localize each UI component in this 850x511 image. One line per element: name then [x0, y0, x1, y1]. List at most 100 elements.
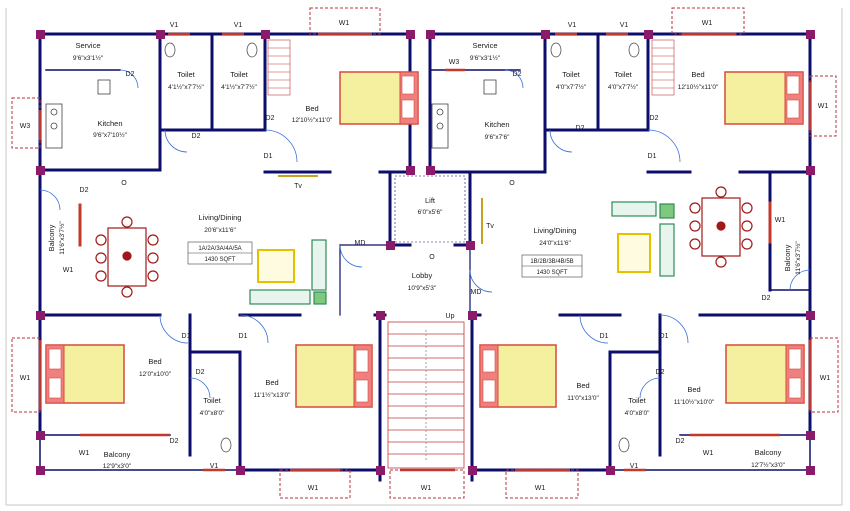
room-name: Balcony: [104, 450, 131, 459]
door-tag: D1: [264, 153, 273, 160]
window-tag: W1: [775, 217, 786, 224]
window-tag: W1: [20, 375, 31, 382]
kitchen-counter: [45, 79, 497, 149]
room-name: Bed: [265, 378, 278, 387]
room-dim: 11'0"x13'0": [567, 395, 599, 402]
room-name: Balcony: [783, 244, 792, 271]
room-name: Kitchen: [484, 120, 509, 129]
door-tag: D1: [182, 333, 191, 340]
door-tag: D2: [762, 295, 771, 302]
door-tag: D1: [660, 333, 669, 340]
main-door-tag: MD: [355, 240, 366, 247]
opening-tag: O: [429, 254, 435, 261]
window-tag: W3: [449, 59, 460, 66]
room-dim: 11'1½"x13'0": [254, 391, 292, 399]
room-name: Toilet: [177, 70, 195, 79]
walls: [38, 32, 812, 482]
room-dim: 11'6"x3'7½": [58, 221, 66, 255]
room-dim: 11'6"x3'7½": [794, 241, 802, 275]
door-tag: D2: [192, 133, 201, 140]
ventilator-tag: V1: [210, 463, 219, 470]
ventilator-tag: V1: [568, 22, 577, 29]
room-name: Balcony: [755, 448, 782, 457]
room-dim: 12'10½"x11'0": [678, 83, 719, 91]
door-tag: D1: [600, 333, 609, 340]
room-name: Toilet: [203, 396, 221, 405]
room-dim: 4'0"x7'7½": [608, 83, 639, 91]
flat-info-boxes: [187, 241, 583, 278]
flat-area: 1430 SQFT: [536, 270, 567, 276]
door-tag: D2: [513, 71, 522, 78]
room-dim: 9'6"x7'10½": [93, 131, 128, 139]
flat-area: 1430 SQFT: [204, 257, 235, 263]
room-name: Toilet: [562, 70, 580, 79]
room-dim: 12'0"x10'0": [139, 371, 172, 378]
window-tag: W1: [308, 485, 319, 492]
window-tag: W1: [820, 375, 831, 382]
window-tag: W1: [339, 20, 350, 27]
bed-icon: [45, 344, 125, 404]
room-name: Bed: [687, 385, 700, 394]
room-name: Service: [75, 41, 100, 50]
window-tag: W1: [535, 485, 546, 492]
room-name: Lobby: [412, 271, 433, 280]
door-tag: D2: [266, 115, 275, 122]
window-tag: W1: [703, 450, 714, 457]
door-tag: D1: [648, 153, 657, 160]
room-name: Service: [472, 41, 497, 50]
room-dim: 9'6"x3'1½": [470, 54, 501, 62]
room-name: Bed: [691, 70, 704, 79]
door-tag: D2: [80, 187, 89, 194]
main-door-tag: MD: [471, 289, 482, 296]
bed-icon: [724, 71, 804, 125]
room-labels: Service 9'6"x3'1½" Kitchen 9'6"x7'10½" T…: [47, 41, 802, 470]
room-dim: 9'6"x7'6": [485, 134, 510, 141]
room-name: Toilet: [628, 396, 646, 405]
room-dim: 12'9"x3'0": [103, 463, 132, 470]
room-name: Toilet: [230, 70, 248, 79]
window-tag: W1: [818, 103, 829, 110]
window-tag: W1: [702, 20, 713, 27]
bed-furniture: [45, 71, 805, 408]
door-swings: [39, 69, 811, 399]
room-name: Living/Dining: [534, 226, 577, 235]
window-projections: [11, 7, 839, 499]
opening-tag: O: [509, 180, 515, 187]
room-name: Kitchen: [97, 119, 122, 128]
room-name: Bed: [576, 381, 589, 390]
tv-tag: Tv: [486, 223, 494, 230]
window-tag: W3: [20, 123, 31, 130]
sofa-set: [611, 201, 675, 277]
room-dim: 6'0"x5'6": [418, 209, 443, 216]
ventilator-tag: V1: [630, 463, 639, 470]
room-dim: 4'1½"x7'7½": [168, 83, 204, 91]
tv-units: [278, 175, 483, 244]
dining-set: [689, 186, 753, 268]
toilet-fixtures: [164, 42, 640, 453]
room-dim: 4'0"x8'0": [200, 410, 225, 417]
opening-tags: V1 V1 W1 V1 V1 W1 W1 W3 W3 W1 W1 W1 W1 W…: [20, 20, 831, 492]
room-dim: 10'9"x5'3": [408, 285, 437, 292]
room-name: Lift: [425, 196, 436, 205]
room-dim: 4'0"x7'7½": [556, 83, 587, 91]
room-dim: 9'6"x3'1½": [73, 54, 104, 62]
site-boundary: [5, 8, 843, 506]
dining-set: [95, 216, 159, 298]
staircase: [387, 321, 465, 469]
bed-icon: [339, 71, 419, 125]
bed-icon: [479, 344, 557, 408]
window-tag: W1: [421, 485, 432, 492]
columns: [36, 30, 815, 475]
door-tag: D2: [170, 438, 179, 445]
room-dim: 11'10½"x10'0": [674, 398, 715, 406]
flat-codes: 1B/2B/3B/4B/5B: [530, 259, 573, 265]
room-dim: 24'0"x11'6": [539, 240, 571, 247]
door-tag: D1: [239, 333, 248, 340]
flat-codes: 1A/2A/3A/4A/5A: [198, 246, 241, 252]
room-dim: 12'10½"x11'0": [292, 116, 333, 124]
door-tag: D2: [656, 369, 665, 376]
window-tag: W1: [79, 450, 90, 457]
opening-tag: O: [121, 180, 127, 187]
door-tag: D2: [126, 71, 135, 78]
